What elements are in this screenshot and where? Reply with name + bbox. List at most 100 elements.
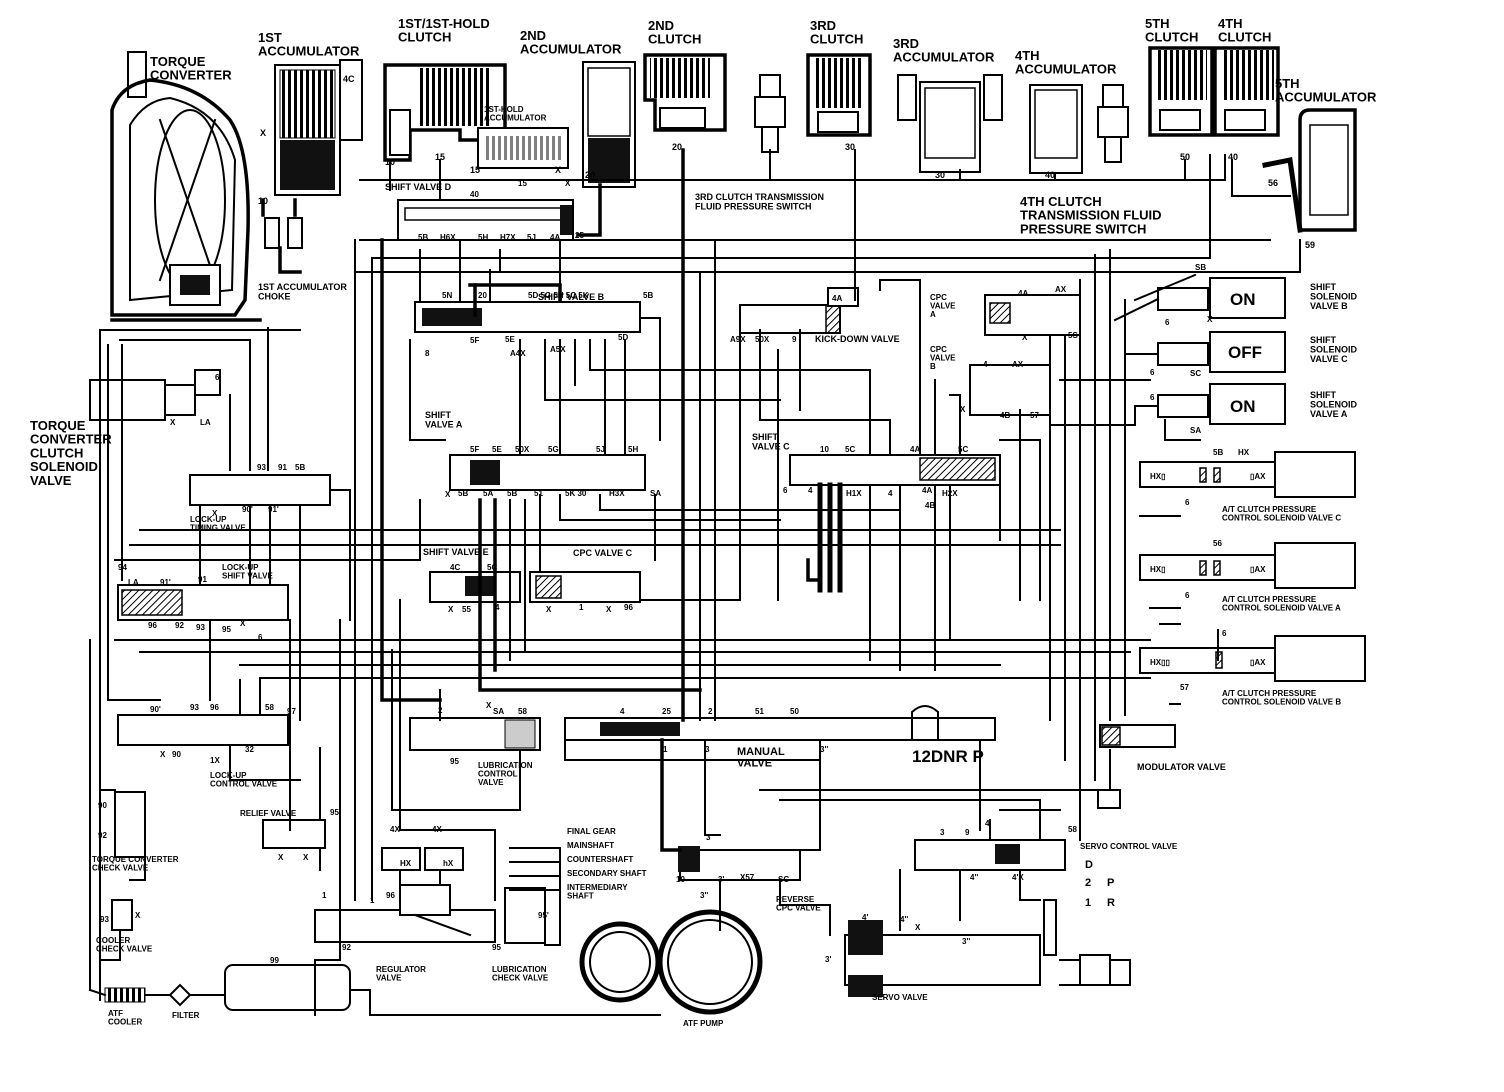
svg-text:X: X (1022, 333, 1028, 342)
svg-text:H6X: H6X (440, 233, 456, 242)
svg-text:8: 8 (425, 349, 430, 358)
svg-text:95: 95 (450, 757, 459, 766)
svg-text:93: 93 (257, 463, 266, 472)
svg-text:6: 6 (1222, 629, 1227, 638)
shift-valve-d-label: SHIFT VALVE D (385, 182, 452, 192)
svg-text:3'': 3'' (962, 937, 970, 946)
svg-text:X: X (1207, 315, 1213, 324)
svg-text:SA: SA (1190, 426, 1201, 435)
svg-text:6: 6 (258, 633, 263, 642)
svg-text:91': 91' (268, 505, 279, 514)
svg-text:90': 90' (242, 505, 253, 514)
svg-text:4'': 4'' (900, 915, 908, 924)
svg-text:5B: 5B (507, 489, 517, 498)
svg-text:55: 55 (462, 605, 471, 614)
svg-text:56: 56 (1213, 539, 1222, 548)
svg-text:SERVO CONTROL VALVE: SERVO CONTROL VALVE (1080, 842, 1178, 851)
svg-text:MODULATOR VALVE: MODULATOR VALVE (1137, 762, 1226, 772)
svg-text:91: 91 (198, 575, 207, 584)
svg-text:5B: 5B (1213, 448, 1223, 457)
svg-text:93: 93 (100, 915, 109, 924)
svg-text:5F: 5F (470, 445, 479, 454)
svg-text:4: 4 (495, 603, 500, 612)
manual-position-scale: 12DNR P (912, 747, 984, 766)
svg-text:4: 4 (985, 819, 990, 828)
shift-valve-b: SHIFT VALVE B 5N 20 5D 5G 5H 5C 5K 5B 5F… (414, 291, 653, 358)
svg-text:LA: LA (200, 418, 211, 427)
svg-text:57: 57 (1030, 411, 1039, 420)
svg-text:90: 90 (172, 750, 181, 759)
svg-text:HX▯: HX▯ (1150, 565, 1166, 574)
svg-text:6: 6 (215, 373, 220, 382)
svg-text:25: 25 (662, 707, 671, 716)
svg-text:5F: 5F (470, 336, 479, 345)
svg-text:FILTER: FILTER (172, 1011, 200, 1020)
svg-text:X: X (546, 605, 552, 614)
svg-text:5N: 5N (442, 291, 452, 300)
svg-text:99: 99 (270, 956, 279, 965)
svg-text:50: 50 (1180, 152, 1190, 162)
svg-text:20: 20 (672, 142, 682, 152)
svg-text:HX: HX (1238, 448, 1250, 457)
svg-text:MAINSHAFT: MAINSHAFT (567, 841, 614, 850)
svg-text:5K 30: 5K 30 (565, 489, 587, 498)
svg-text:4': 4' (862, 913, 868, 922)
svg-text:▯AX: ▯AX (1250, 472, 1266, 481)
svg-text:RELIEF VALVE: RELIEF VALVE (240, 809, 297, 818)
svg-text:5H: 5H (628, 445, 638, 454)
svg-text:X57: X57 (740, 873, 755, 882)
solenoid-a-state: ON (1230, 397, 1256, 416)
svg-text:HX▯▯: HX▯▯ (1150, 658, 1170, 667)
regulator-ax-ports: 4X 4X HX hX (381, 825, 464, 871)
svg-text:X: X (445, 490, 451, 499)
svg-text:4: 4 (888, 489, 893, 498)
svg-text:5C: 5C (845, 445, 855, 454)
svg-text:X: X (170, 418, 176, 427)
svg-text:X: X (555, 165, 561, 175)
hydraulic-lines (88, 148, 1301, 1016)
svg-text:32: 32 (245, 745, 254, 754)
svg-text:COUNTERSHAFT: COUNTERSHAFT (567, 855, 633, 864)
svg-text:ATF PUMP: ATF PUMP (683, 1019, 724, 1028)
svg-text:5E: 5E (492, 445, 502, 454)
svg-text:SHIFT VALVE E: SHIFT VALVE E (423, 547, 489, 557)
svg-text:97: 97 (287, 707, 296, 716)
svg-text:58: 58 (518, 707, 527, 716)
svg-text:X: X (486, 701, 492, 710)
svg-text:2: 2 (1085, 877, 1091, 889)
svg-text:3'': 3'' (700, 891, 708, 900)
svg-text:51: 51 (534, 489, 543, 498)
svg-text:3: 3 (705, 745, 710, 754)
svg-text:95': 95' (538, 911, 549, 920)
svg-text:4X: 4X (390, 825, 400, 834)
svg-text:30: 30 (935, 170, 945, 180)
svg-text:5E: 5E (505, 335, 515, 344)
svg-text:D: D (1085, 859, 1093, 871)
